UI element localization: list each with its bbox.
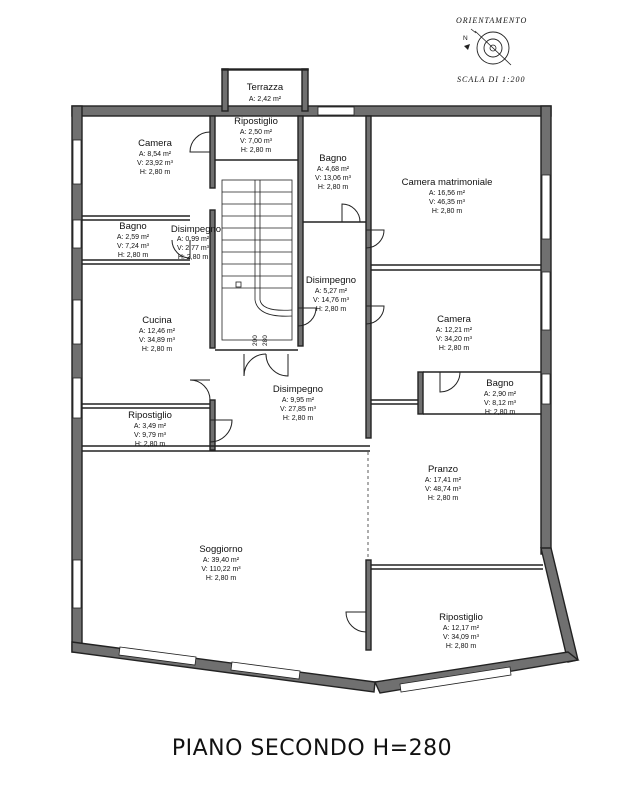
room-ripostiglio-top: Ripostiglio A: 2,50 m² V: 7,00 m³ H: 2,8… [234, 116, 278, 154]
room-area: A: 2,59 m² [117, 234, 150, 241]
room-area: A: 4,68 m² [317, 166, 350, 173]
room-area: A: 9,95 m² [282, 397, 315, 404]
room-bagno-west: Bagno A: 2,59 m² V: 7,24 m³ H: 2,80 m [117, 221, 150, 259]
room-name: Soggiorno [199, 544, 242, 555]
room-name: Bagno [319, 153, 346, 164]
room-volume: V: 110,22 m³ [201, 566, 241, 573]
room-height: H: 2,80 m [432, 208, 463, 215]
scale-label: SCALA DI 1:200 [457, 75, 526, 84]
room-volume: V: 8,12 m³ [484, 400, 517, 407]
orientation-label: ORIENTAMENTO [456, 16, 527, 25]
room-area: A: 2,50 m² [240, 129, 273, 136]
room-area: A: 17,41 m² [425, 477, 462, 484]
orientation-legend: ORIENTAMENTO N SCALA DI 1:200 [456, 16, 527, 84]
room-camera-matrimoniale: Camera matrimoniale A: 16,56 m² V: 46,35… [402, 177, 493, 215]
room-camera-east: Camera A: 12,21 m² V: 34,20 m³ H: 2,80 m [436, 314, 473, 352]
room-name: Camera matrimoniale [402, 177, 493, 188]
svg-text:N: N [463, 35, 468, 42]
room-name: Disimpegno [306, 275, 356, 286]
room-height: H: 2,80 m [283, 415, 314, 422]
room-area: A: 5,27 m² [315, 288, 348, 295]
room-height: H: 2,80 m [318, 184, 349, 191]
room-height: H: 2,80 m [135, 441, 166, 448]
room-cucina: Cucina A: 12,46 m² V: 34,89 m³ H: 2,80 m [139, 315, 176, 353]
room-name: Bagno [486, 378, 513, 389]
room-soggiorno: Soggiorno A: 39,40 m² V: 110,22 m³ H: 2,… [199, 544, 242, 582]
room-volume: V: 27,85 m³ [280, 406, 317, 413]
room-name: Cucina [142, 315, 172, 326]
room-name: Pranzo [428, 464, 458, 475]
room-disimpegno-lower: Disimpegno A: 9,95 m² V: 27,85 m³ H: 2,8… [273, 384, 323, 422]
room-ripostiglio-se: Ripostiglio A: 12,17 m² V: 34,09 m³ H: 2… [439, 612, 483, 650]
room-volume: V: 7,00 m³ [240, 138, 273, 145]
room-volume: V: 13,06 m³ [315, 175, 352, 182]
room-area: A: 2,42 m² [249, 96, 282, 103]
room-height: H: 2,80 m [241, 147, 272, 154]
room-volume: V: 34,89 m³ [139, 337, 176, 344]
room-bagno-center: Bagno A: 4,68 m² V: 13,06 m³ H: 2,80 m [315, 153, 352, 191]
room-name: Disimpegno [273, 384, 323, 395]
room-height: H: 2,80 m [206, 575, 237, 582]
room-height: H: 2,80 m [446, 643, 477, 650]
room-volume: V: 34,20 m³ [436, 336, 473, 343]
room-area: A: 12,46 m² [139, 328, 176, 335]
room-volume: V: 14,76 m³ [313, 297, 350, 304]
room-volume: V: 34,09 m³ [443, 634, 480, 641]
doors [171, 131, 461, 633]
room-area: A: 12,21 m² [436, 327, 473, 334]
room-area: A: 2,90 m² [484, 391, 517, 398]
staircase: 200 280 [221, 179, 293, 346]
room-area: A: 16,56 m² [429, 190, 466, 197]
room-name: Ripostiglio [234, 116, 278, 127]
windows [72, 106, 551, 693]
room-volume: V: 46,35 m³ [429, 199, 466, 206]
room-height: H: 2,80 m [140, 169, 171, 176]
room-disimpegno-center: Disimpegno A: 5,27 m² V: 14,76 m³ H: 2,8… [306, 275, 356, 313]
room-area: A: 0,99 m² [177, 236, 210, 243]
room-area: A: 12,17 m² [443, 625, 480, 632]
room-height: H: 2,80 m [178, 254, 209, 261]
room-volume: V: 23,92 m³ [137, 160, 174, 167]
floor-title: PIANO SECONDO H=280 [171, 736, 453, 761]
room-height: H: 2,80 m [142, 346, 173, 353]
room-terrazza: Terrazza A: 2,42 m² [247, 82, 284, 103]
room-height: H: 2,80 m [485, 409, 516, 416]
room-height: H: 2,80 m [428, 495, 459, 502]
room-pranzo: Pranzo A: 17,41 m² V: 48,74 m³ H: 2,80 m [425, 464, 462, 502]
room-camera-nw: Camera A: 8,54 m² V: 23,92 m³ H: 2,80 m [137, 138, 174, 176]
room-name: Ripostiglio [439, 612, 483, 623]
room-disimpegno-small: Disimpegno A: 0,99 m² V: 2,77 m³ H: 2,80… [171, 224, 221, 261]
room-name: Bagno [119, 221, 146, 232]
room-name: Camera [437, 314, 472, 325]
room-volume: V: 2,77 m³ [177, 245, 210, 252]
interior-walls [82, 115, 543, 651]
room-ripostiglio-west: Ripostiglio A: 3,49 m² V: 9,79 m³ H: 2,8… [128, 410, 172, 448]
room-name: Disimpegno [171, 224, 221, 235]
room-name: Ripostiglio [128, 410, 172, 421]
room-area: A: 39,40 m² [203, 557, 240, 564]
room-height: H: 2,80 m [439, 345, 470, 352]
stair-mark-200: 200 [252, 335, 259, 346]
room-height: H: 2,80 m [316, 306, 347, 313]
room-area: A: 8,54 m² [139, 151, 172, 158]
room-volume: V: 7,24 m³ [117, 243, 150, 250]
room-volume: V: 9,79 m³ [134, 432, 167, 439]
room-volume: V: 48,74 m³ [425, 486, 462, 493]
room-name: Terrazza [247, 82, 284, 93]
room-area: A: 3,49 m² [134, 423, 167, 430]
compass-icon: N [463, 28, 512, 66]
room-height: H: 2,80 m [118, 252, 149, 259]
room-bagno-east: Bagno A: 2,90 m² V: 8,12 m³ H: 2,80 m [484, 378, 517, 416]
room-name: Camera [138, 138, 173, 149]
stair-mark-280: 280 [262, 335, 269, 346]
